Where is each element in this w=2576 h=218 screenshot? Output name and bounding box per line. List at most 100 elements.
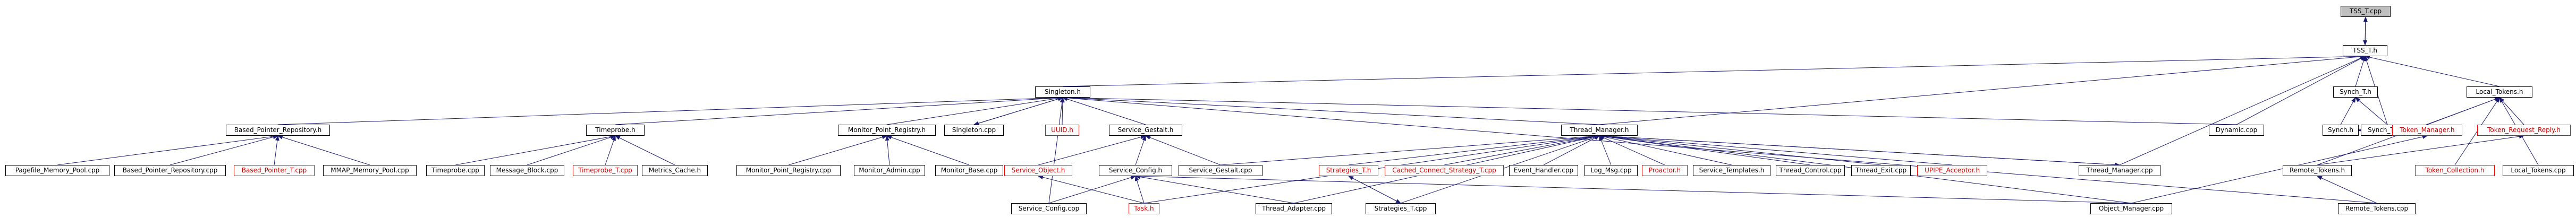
node-upipe-acceptor-h[interactable]: UPIPE_Acceptor.h [1917, 165, 1987, 176]
edge-synch-t-h-to-synch-t-cpp [2355, 97, 2388, 125]
edge-token-request-reply-h-to-remote-tokens-h [2317, 134, 2524, 165]
edge-singleton-h-to-thread-manager-h [1062, 95, 1600, 125]
edge-tss-t-h-to-thread-manager-h [1599, 54, 2366, 125]
node-based-pointer-t-cpp[interactable]: Based_Pointer_T.cpp [234, 165, 315, 176]
node-remote-tokens-cpp[interactable]: Remote_Tokens.cpp [2338, 203, 2416, 214]
edge-thread-manager-h-to-thread-exit-cpp [1599, 134, 1882, 165]
node-object-manager-cpp[interactable]: Object_Manager.cpp [2090, 203, 2172, 214]
node-timeprobe-h[interactable]: Timeprobe.h [586, 125, 645, 136]
edge-synch-t-h-to-synch-h [2340, 97, 2356, 125]
edge-tss-t-h-to-local-tokens-h [2365, 55, 2500, 87]
edge-monitor-point-registry-h-to-monitor-point-registry-cpp [788, 135, 887, 165]
edge-service-gestalt-h-to-service-gestalt-cpp [1145, 135, 1221, 165]
edge-tss-t-h-to-thread-manager-cpp [2119, 56, 2366, 165]
edge-thread-manager-cpp-to-thread-manager-h [1599, 135, 2120, 167]
node-message-block-cpp[interactable]: Message_Block.cpp [490, 165, 564, 176]
node-monitor-point-registry-cpp[interactable]: Monitor_Point_Registry.cpp [736, 165, 841, 176]
node-service-gestalt-cpp[interactable]: Service_Gestalt.cpp [1179, 165, 1262, 176]
edge-thread-manager-h-to-cached-connect-strategy-t-cpp [1444, 134, 1600, 165]
edge-service-gestalt-h-to-service-object-h [1038, 135, 1146, 165]
edge-timeprobe-h-to-timeprobe-t-cpp [605, 135, 616, 165]
edge-singleton-cpp-to-singleton-h [973, 97, 1063, 126]
edge-remote-tokens-h-to-remote-tokens-cpp [2317, 176, 2377, 204]
node-timeprobe-cpp[interactable]: Timeprobe.cpp [426, 165, 485, 176]
node-thread-manager-h[interactable]: Thread_Manager.h [1561, 125, 1638, 136]
edge-singleton-h-to-remote-tokens-cpp [1062, 95, 2377, 204]
node-dynamic-cpp[interactable]: Dynamic.cpp [2209, 125, 2264, 136]
edge-tss-t-h-to-synch-t-h [2355, 56, 2366, 87]
node-singleton-cpp[interactable]: Singleton.cpp [944, 125, 1004, 136]
node-monitor-admin-cpp[interactable]: Monitor_Admin.cpp [854, 165, 925, 176]
node-thread-manager-cpp[interactable]: Thread_Manager.cpp [2079, 165, 2160, 176]
node-local-tokens-cpp[interactable]: Local_Tokens.cpp [2503, 165, 2574, 176]
edge-singleton-h-to-timeprobe-h [615, 95, 1063, 125]
node-synch-h[interactable]: Synch.h [2323, 125, 2359, 136]
node-mmap-memory-pool-cpp[interactable]: MMAP_Memory_Pool.cpp [323, 165, 417, 176]
edge-tss-t-h-to-tss-t-cpp [2363, 16, 2368, 46]
node-cached-connect-strategy-t-cpp[interactable]: Cached_Connect_Strategy_T.cpp [1385, 165, 1504, 176]
edge-thread-manager-h-to-service-gestalt-cpp [1220, 134, 1600, 165]
node-token-request-reply-h[interactable]: Token_Request_Reply.h [2477, 125, 2571, 136]
node-metrics-cache-h[interactable]: Metrics_Cache.h [642, 165, 708, 176]
node-synch-t-h[interactable]: Synch_T.h [2333, 86, 2378, 98]
edge-based-pointer-repository-h-to-mmap-memory-pool-cpp [277, 135, 370, 165]
edge-service-gestalt-h-to-service-config-h [1135, 135, 1146, 165]
edge-thread-manager-h-to-thread-control-cpp [1599, 134, 1811, 165]
node-uuid-h[interactable]: UUID.h [1045, 125, 1079, 136]
edge-monitor-point-registry-h-to-monitor-admin-cpp [885, 135, 890, 165]
edge-based-pointer-repository-h-to-based-pointer-t-cpp [274, 135, 279, 165]
node-monitor-base-cpp[interactable]: Monitor_Base.cpp [935, 165, 1003, 176]
node-proactor-h[interactable]: Proactor.h [1642, 165, 1688, 176]
edge-thread-manager-h-to-event-handler-cpp [1543, 135, 1600, 165]
node-event-handler-cpp[interactable]: Event_Handler.cpp [1509, 165, 1578, 176]
node-service-config-cpp[interactable]: Service_Config.cpp [1011, 203, 1087, 214]
node-service-gestalt-h[interactable]: Service_Gestalt.h [1109, 125, 1182, 136]
node-service-config-h[interactable]: Service_Config.h [1099, 165, 1172, 176]
node-timeprobe-t-cpp[interactable]: Timeprobe_T.cpp [573, 165, 638, 176]
edge-timeprobe-h-to-message-block-cpp [527, 135, 616, 165]
edge-thread-manager-h-to-strategies-t-h [1348, 134, 1600, 165]
edge-service-config-h-to-object-manager-cpp [1135, 174, 2132, 204]
edge-based-pointer-repository-h-to-pagefile-memory-pool-cpp [57, 134, 278, 165]
node-local-tokens-h[interactable]: Local_Tokens.h [2467, 86, 2532, 98]
edge-singleton-h-to-monitor-point-registry-h [886, 96, 1063, 125]
edge-singleton-h-to-service-config-cpp [1048, 97, 1064, 204]
node-based-pointer-repository-cpp[interactable]: Based_Pointer_Repository.cpp [114, 165, 226, 176]
node-task-h[interactable]: Task.h [1129, 203, 1159, 214]
node-service-templates-h[interactable]: Service_Templates.h [1693, 165, 1770, 176]
node-tss-t-h[interactable]: TSS_T.h [2343, 45, 2387, 56]
node-log-msg-cpp[interactable]: Log_Msg.cpp [1584, 165, 1638, 176]
edge-thread-manager-h-to-service-templates-h [1599, 135, 1732, 165]
node-monitor-point-registry-h[interactable]: Monitor_Point_Registry.h [838, 125, 936, 136]
edge-timeprobe-h-to-timeprobe-cpp [455, 134, 616, 165]
node-pagefile-memory-pool-cpp[interactable]: Pagefile_Memory_Pool.cpp [5, 165, 109, 176]
node-tss-t-cpp[interactable]: TSS_T.cpp [2341, 6, 2391, 17]
node-token-collection-h[interactable]: Token_Collection.h [2415, 165, 2495, 176]
edge-token-manager-h-to-object-manager-cpp [2131, 135, 2428, 204]
edge-tss-t-h-to-singleton-h [1062, 54, 2366, 87]
edge-timeprobe-h-to-metrics-cache-h [615, 135, 675, 165]
edge-thread-manager-h-to-proactor-h [1599, 135, 1665, 165]
edge-service-config-h-to-thread-adapter-cpp [1135, 175, 1294, 204]
node-thread-adapter-cpp[interactable]: Thread_Adapter.cpp [1256, 203, 1332, 214]
node-thread-control-cpp[interactable]: Thread_Control.cpp [1776, 165, 1845, 176]
node-service-object-h[interactable]: Service_Object.h [1004, 165, 1072, 176]
edge-service-config-h-to-task-h [1134, 176, 1145, 204]
node-remote-tokens-h[interactable]: Remote_Tokens.h [2283, 165, 2352, 176]
edge-thread-manager-h-to-log-msg-cpp [1599, 135, 1612, 165]
edge-service-object-h-to-task-h [1038, 175, 1145, 204]
edge-singleton-h-to-dynamic-cpp [1062, 95, 2237, 125]
node-singleton-h[interactable]: Singleton.h [1035, 86, 1090, 98]
edge-local-tokens-h-to-token-request-reply-h [2499, 97, 2524, 125]
edge-strategies-t-cpp-to-strategies-t-h [1348, 176, 1401, 204]
node-token-manager-h[interactable]: Token_Manager.h [2392, 125, 2462, 136]
edge-tss-t-h-to-dynamic-cpp [2236, 56, 2366, 125]
node-based-pointer-repository-h[interactable]: Based_Pointer_Repository.h [226, 125, 330, 136]
edge-thread-manager-h-to-upipe-acceptor-h [1599, 134, 1953, 165]
edge-based-pointer-repository-h-to-based-pointer-repository-cpp [170, 135, 278, 165]
node-strategies-t-h[interactable]: Strategies_T.h [1319, 165, 1378, 176]
node-thread-exit-cpp[interactable]: Thread_Exit.cpp [1851, 165, 1911, 176]
node-strategies-t-cpp[interactable]: Strategies_T.cpp [1366, 203, 1436, 214]
edge-singleton-h-to-service-gestalt-h [1062, 97, 1146, 125]
